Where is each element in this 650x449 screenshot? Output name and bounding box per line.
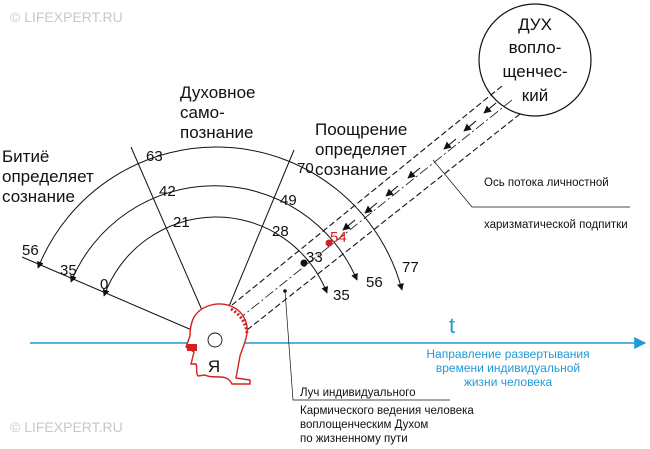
- time-label-line3: жизни человека: [464, 375, 553, 389]
- scale-56-right: 56: [366, 274, 383, 291]
- spirit-label-line1: ДУХ: [518, 15, 552, 34]
- being-label-line1: Битиё: [2, 147, 49, 166]
- arc-outer: [37, 146, 404, 291]
- head-center-circle: [207, 332, 223, 348]
- being-label-line3: сознание: [2, 187, 75, 206]
- head-eye-icon: [187, 344, 197, 351]
- scale-63: 63: [146, 148, 163, 165]
- radial-line-left: [21, 256, 216, 341]
- point-33: [300, 259, 308, 267]
- flow-arrows: [342, 102, 497, 231]
- reward-label-line1: Поощрение: [315, 120, 407, 139]
- scale-35-right: 35: [333, 287, 350, 304]
- being-label-line2: определяет: [2, 167, 94, 186]
- point-54: [325, 239, 333, 247]
- scale-0: 0: [100, 276, 108, 293]
- head-profile-icon: [185, 303, 251, 385]
- arcs: [37, 146, 404, 297]
- time-label-line1: Направление развертывания: [426, 347, 589, 361]
- time-symbol: t: [449, 313, 455, 338]
- watermark-top: © LIFEXPERT.RU: [10, 9, 123, 25]
- scale-77: 77: [402, 259, 419, 276]
- ray-note-line4: по жизненному пути: [300, 433, 408, 445]
- spirit-label-line4: кий: [522, 86, 548, 105]
- ray-note-line3: воплощенческим Духом: [300, 419, 428, 431]
- flow-channel: [231, 85, 521, 331]
- channel-upper-line: [231, 85, 503, 306]
- spiritual-label-line2: само-: [180, 103, 225, 122]
- spiritual-label-line1: Духовное: [180, 83, 255, 102]
- scale-70: 70: [297, 160, 314, 177]
- scale-28: 28: [272, 223, 289, 240]
- ray-note-line2: Кармического ведения человека: [300, 405, 474, 417]
- spirit-label-line2: вопло-: [509, 38, 562, 57]
- time-label-line2: времени индивидуальной: [436, 361, 580, 375]
- spirit-label-line3: щенчес-: [502, 62, 567, 81]
- scale-35-left: 35: [60, 262, 77, 279]
- scale-49: 49: [280, 192, 297, 209]
- axis-note-line1: Ось потока личностной: [484, 177, 609, 189]
- scale-42: 42: [159, 183, 176, 200]
- spiritual-label-line3: познание: [180, 123, 253, 142]
- axis-note-line2: харизматической подпитки: [484, 219, 628, 231]
- axis-leader-line: [432, 159, 630, 208]
- spirit-circle: [478, 3, 592, 117]
- reward-label-line2: определяет: [315, 140, 407, 159]
- ray-note-line1: Луч индивидуального: [300, 387, 416, 399]
- watermark-bottom: © LIFEXPERT.RU: [10, 419, 123, 435]
- reward-label-line3: сознание: [315, 160, 388, 179]
- arc-inner: [102, 216, 328, 297]
- scale-56-left: 56: [22, 242, 39, 259]
- scale-33: 33: [306, 249, 323, 266]
- arc-middle: [70, 185, 358, 283]
- self-label: Я: [208, 357, 220, 376]
- ray-leader-line: [284, 290, 450, 401]
- channel-axis-line: [239, 99, 513, 319]
- channel-lower-line: [246, 113, 521, 331]
- scale-54: 54: [330, 229, 347, 246]
- scale-21: 21: [173, 214, 190, 231]
- radial-line-mid-left: [130, 146, 216, 341]
